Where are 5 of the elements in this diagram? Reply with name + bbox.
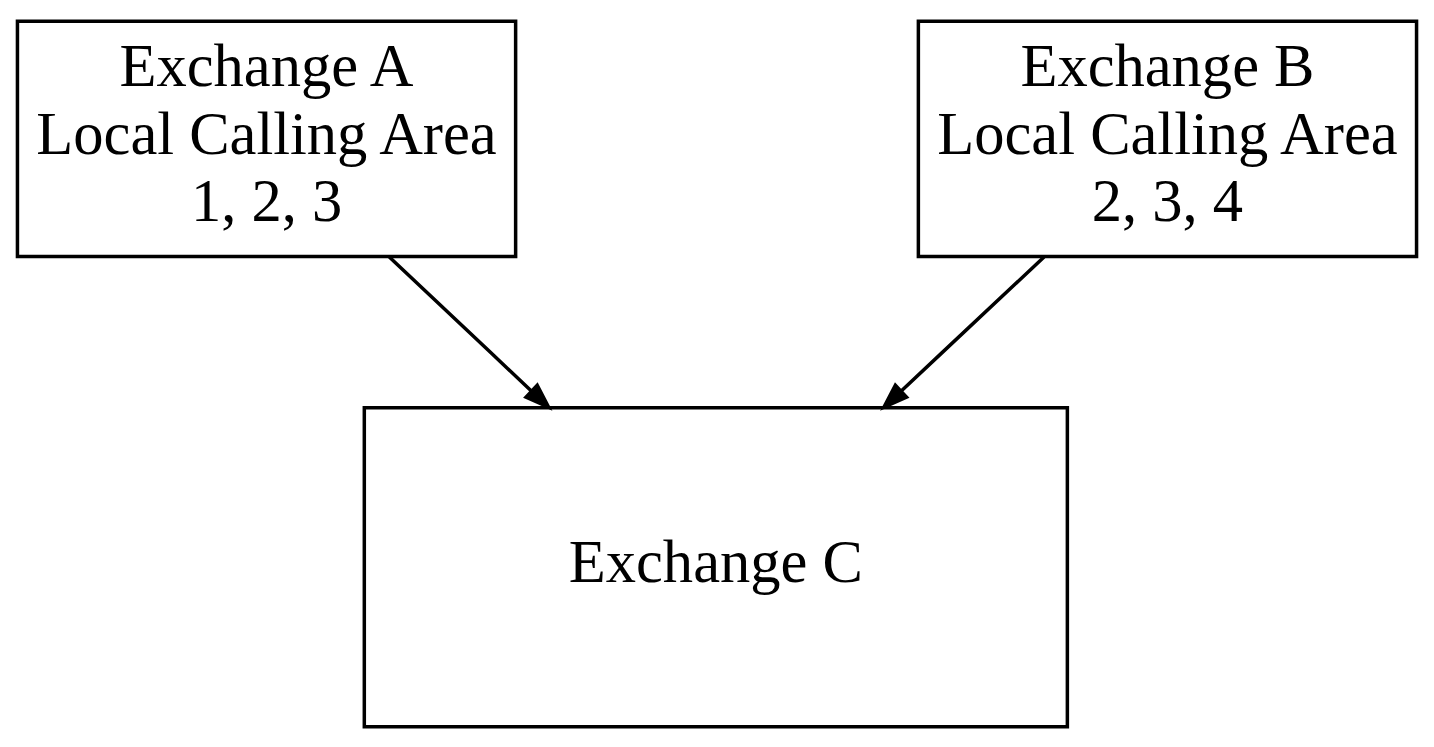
node-box: Exchange A Local Calling Area 1, 2, 3: [15, 19, 518, 258]
arrow: [388, 255, 553, 411]
arrow: [880, 255, 1046, 411]
node-box: Exchange B Local Calling Area 2, 3, 4: [916, 19, 1419, 258]
node-box: Exchange C: [362, 405, 1070, 728]
